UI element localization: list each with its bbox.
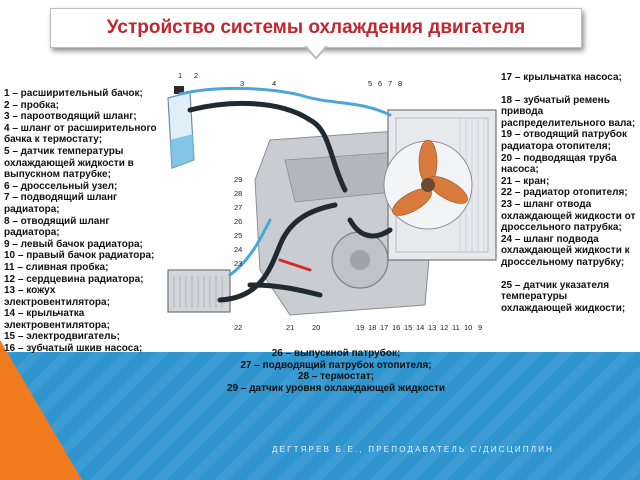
svg-text:23: 23 xyxy=(234,259,242,268)
legend-item: 6 – дроссельный узел; xyxy=(4,180,118,192)
svg-text:3: 3 xyxy=(240,79,244,88)
legend-item: 26 – выпускной патрубок; xyxy=(271,348,401,359)
legend-item: 8 – отводящий шланг радиатора; xyxy=(4,215,110,239)
legend-item: 5 – датчик температуры охлаждающей жидко… xyxy=(4,145,134,181)
svg-text:15: 15 xyxy=(404,323,412,332)
legend-item: 22 – радиатор отопителя; xyxy=(501,187,628,199)
legend-item: 4 – шланг от расширительного бачка к тер… xyxy=(4,122,157,146)
legend-left: 1 – расширительный бачок; 2 – пробка; 3 … xyxy=(4,88,160,355)
legend-item: 16 – зубчатый шкив насоса; xyxy=(4,343,143,355)
svg-text:22: 22 xyxy=(234,323,242,332)
svg-text:25: 25 xyxy=(234,231,242,240)
legend-item: 28 – термостат; xyxy=(297,371,375,382)
svg-text:28: 28 xyxy=(234,189,242,198)
svg-text:26: 26 xyxy=(234,217,242,226)
svg-text:14: 14 xyxy=(416,323,424,332)
svg-text:18: 18 xyxy=(368,323,376,332)
svg-text:8: 8 xyxy=(398,79,402,88)
legend-item: 27 – подводящий патрубок отопителя; xyxy=(240,359,432,371)
cooling-system-diagram: 1 2 3 4 5 6 7 8 29 28 27 26 25 24 23 22 … xyxy=(160,70,500,340)
legend-item: 10 – правый бачок радиатора; xyxy=(4,250,155,262)
legend-item: 2 – пробка; xyxy=(4,99,60,111)
svg-text:9: 9 xyxy=(478,323,482,332)
legend-item: 18 – зубчатый ремень привода распределит… xyxy=(501,94,636,129)
diagram-number-labels: 1 2 3 4 5 6 7 8 29 28 27 26 25 24 23 22 … xyxy=(178,71,482,332)
legend-item: 1 – расширительный бачок; xyxy=(4,88,143,99)
legend-item: 3 – пароотводящий шланг; xyxy=(4,111,137,123)
svg-text:20: 20 xyxy=(312,323,320,332)
legend-item: 13 – кожух электровентилятора; xyxy=(4,285,110,308)
svg-text:12: 12 xyxy=(440,323,448,332)
svg-text:7: 7 xyxy=(388,79,392,88)
svg-text:29: 29 xyxy=(234,175,242,184)
legend-item: 24 – шланг подвода охлаждающей жидкости … xyxy=(501,233,630,268)
svg-text:19: 19 xyxy=(356,323,364,332)
svg-text:6: 6 xyxy=(378,79,382,88)
legend-center: 26 – выпускной патрубок; 27 – подводящий… xyxy=(196,348,476,394)
svg-text:21: 21 xyxy=(286,323,294,332)
svg-text:24: 24 xyxy=(234,245,242,254)
legend-item: 11 – сливная пробка; xyxy=(4,261,109,273)
legend-item: 29 – датчик уровня охлаждающей жидкости xyxy=(226,382,446,394)
legend-item: 9 – левый бачок радиатора; xyxy=(4,238,143,250)
svg-text:27: 27 xyxy=(234,203,242,212)
legend-item: 19 – отводящий патрубок радиатора отопит… xyxy=(501,129,628,152)
page-title: Устройство системы охлаждения двигателя xyxy=(106,17,526,38)
engine-cooling-illustration: 1 2 3 4 5 6 7 8 29 28 27 26 25 24 23 22 … xyxy=(160,70,500,340)
legend-item: 23 – шланг отвода охлаждающей жидкости о… xyxy=(501,198,636,234)
fan-icon xyxy=(392,139,468,216)
svg-text:5: 5 xyxy=(368,79,372,88)
svg-text:2: 2 xyxy=(194,71,198,80)
svg-text:10: 10 xyxy=(464,323,472,332)
legend-item: 15 – электродвигатель; xyxy=(4,331,120,343)
legend-item: 25 – датчик указателя температуры охлажд… xyxy=(501,279,626,314)
footer-credit: ДЕГТЯРЕВ Б.Е., ПРЕПОДАВАТЕЛЬ С/ДИСЦИПЛИН xyxy=(272,445,555,454)
legend-item: 17 – крыльчатка насоса; xyxy=(501,72,622,83)
heater-core xyxy=(167,269,231,313)
svg-text:17: 17 xyxy=(380,323,388,332)
svg-text:11: 11 xyxy=(452,323,460,332)
orange-corner-decoration xyxy=(0,340,82,480)
svg-text:4: 4 xyxy=(272,79,276,88)
legend-item: 14 – крыльчатка электровентилятора; xyxy=(4,308,110,331)
svg-text:1: 1 xyxy=(178,71,182,80)
svg-text:13: 13 xyxy=(428,323,436,332)
title-box: Устройство системы охлаждения двигателя xyxy=(50,8,582,48)
legend-right: 17 – крыльчатка насоса; 18 – зубчатый ре… xyxy=(501,72,637,314)
coolant-hoses xyxy=(187,100,393,303)
legend-item: 7 – подводящий шланг радиатора; xyxy=(4,192,118,215)
svg-text:16: 16 xyxy=(392,323,400,332)
legend-item: 20 – подводящая труба насоса; xyxy=(501,152,617,176)
legend-item: 21 – кран; xyxy=(501,175,550,187)
bottom-band xyxy=(0,352,640,480)
tank-cap-icon xyxy=(174,86,184,94)
legend-item: 12 – сердцевина радиатора; xyxy=(4,273,144,285)
